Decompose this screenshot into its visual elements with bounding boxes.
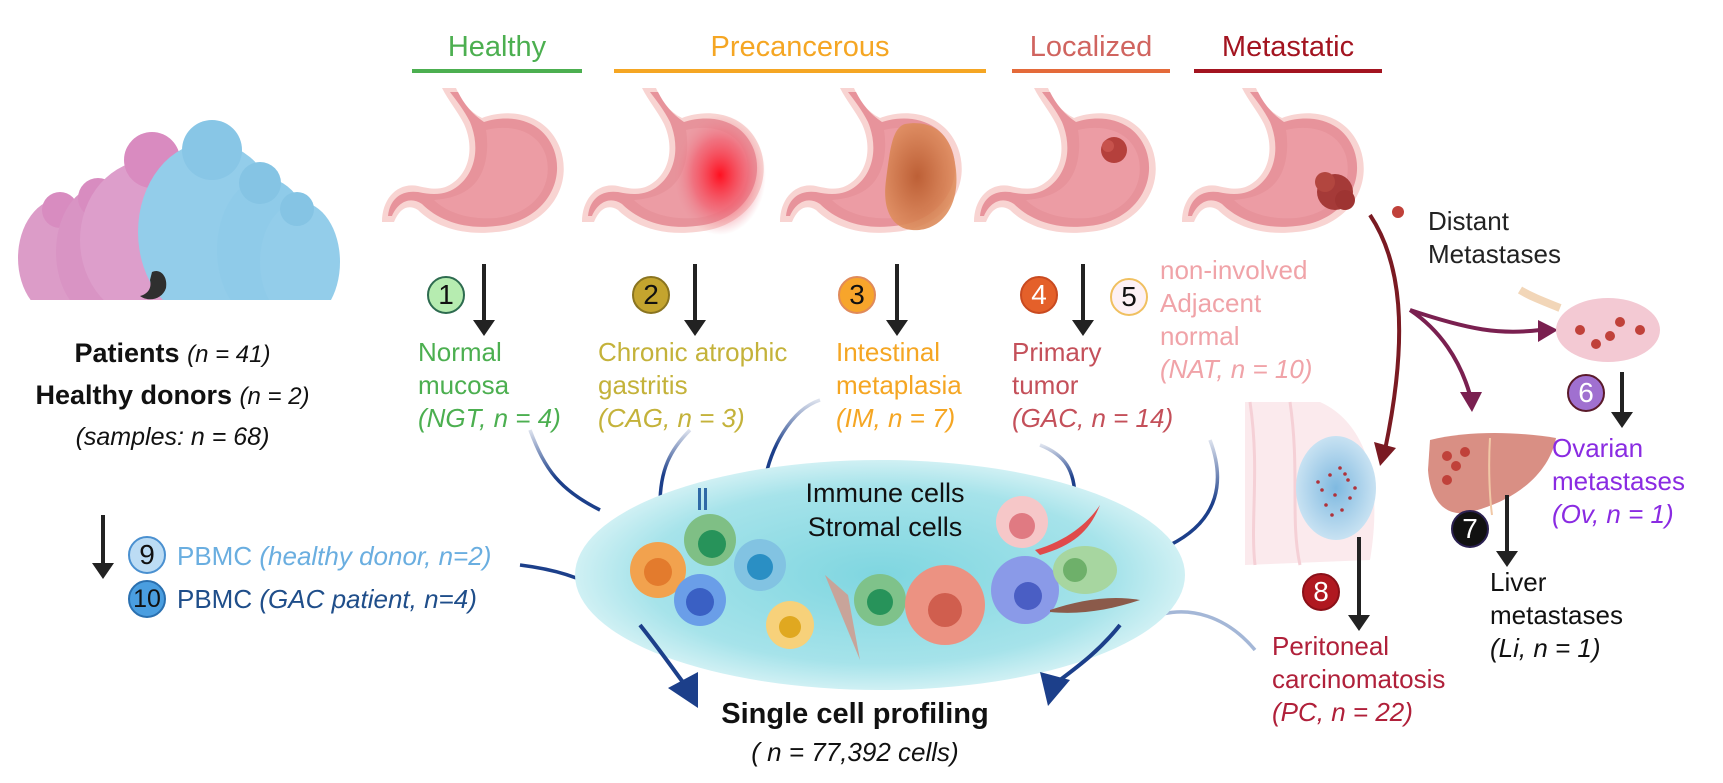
donors-count: (n = 2) (239, 383, 310, 410)
sample-3-line1: Intestinal (836, 337, 941, 367)
sample-label-liver-metastases: Liver metastases (Li, n = 1) (1490, 566, 1623, 665)
sample-6-line1: Ovarian (1552, 433, 1644, 463)
stomach-metastatic (1182, 88, 1404, 233)
sample-1-code: (NGT, n = 4) (418, 403, 561, 433)
sample-9-label: PBMC (177, 541, 253, 571)
arrow-down-icon (1348, 537, 1370, 631)
sample-5-line1: non-involved (1160, 255, 1308, 285)
arrow-down-icon (684, 264, 706, 336)
stomach-healthy (382, 88, 564, 233)
cell-illustrations (630, 488, 1140, 660)
stage-localized-bar (1012, 69, 1170, 73)
cohort-summary: Patients (n = 41) Healthy donors (n = 2)… (0, 333, 345, 457)
sample-8-line1: Peritoneal (1272, 631, 1390, 661)
sample-badge-2: 2 (632, 276, 670, 314)
sample-2-code: (CAG, n = 3) (598, 403, 745, 433)
distant-metastases-line1: Distant (1428, 206, 1509, 236)
sample-label-ovarian-metastases: Ovarian metastases (Ov, n = 1) (1552, 432, 1685, 531)
sample-badge-3: 3 (838, 276, 876, 314)
result-block: Single cell profiling ( n = 77,392 cells… (640, 695, 1070, 771)
arrow-down-icon (886, 264, 908, 336)
immune-cells-label: Immune cells (805, 478, 965, 508)
stromal-cells-label: Stromal cells (807, 512, 963, 542)
sample-badge-7: 7 (1451, 510, 1489, 548)
sample-10-label: PBMC (177, 584, 253, 614)
sample-badge-5: 5 (1110, 278, 1148, 316)
sample-badge-4: 4 (1020, 276, 1058, 314)
stage-healthy-title: Healthy (447, 31, 547, 63)
sample-badge-9: 9 (128, 536, 166, 574)
distant-metastases-label: Distant Metastases (1428, 205, 1561, 271)
sample-10-code: (GAC patient, n=4) (259, 584, 477, 614)
arrow-down-icon (1611, 372, 1633, 428)
donors-line: Healthy donors (n = 2) (0, 375, 345, 417)
arrow-down-icon (1072, 264, 1094, 336)
distant-metastases-line2: Metastases (1428, 239, 1561, 269)
result-cell-count: ( n = 77,392 cells) (751, 737, 959, 767)
sample-4-line1: Primary (1012, 337, 1102, 367)
peritoneum-illustration (1245, 401, 1376, 566)
profiling-arrow-left (668, 672, 698, 708)
sample-4-code: (GAC, n = 14) (1012, 403, 1174, 433)
sample-3-line2: metaplasia (836, 370, 962, 400)
arrow-down-icon (92, 515, 114, 579)
stomach-primary-tumor (974, 88, 1156, 233)
sample-2-line1: Chronic atrophic (598, 337, 788, 367)
sample-1-line2: mucosa (418, 370, 510, 400)
sample-6-code: (Ov, n = 1) (1552, 499, 1674, 529)
metastasis-arrows (1368, 213, 1541, 451)
cell-cloud-label: Immune cells Stromal cells (770, 476, 1000, 544)
result-title: Single cell profiling (721, 698, 989, 730)
sample-7-line2: metastases (1490, 600, 1623, 630)
patients-line: Patients (n = 41) (0, 333, 345, 375)
donors-label: Healthy donors (35, 380, 232, 410)
sample-label-normal-mucosa: Normal mucosa (NGT, n = 4) (418, 336, 561, 435)
stage-metastatic-bar (1194, 69, 1382, 73)
samples-count: (samples: n = 68) (75, 423, 270, 451)
patient-group-illustration (0, 120, 360, 340)
sample-3-code: (IM, n = 7) (836, 403, 956, 433)
sample-6-line2: metastases (1552, 466, 1685, 496)
sample-label-primary-tumor: Primary tumor (GAC, n = 14) (1012, 336, 1173, 435)
sample-8-code: (PC, n = 22) (1272, 697, 1413, 727)
stage-precancerous-bar (614, 69, 986, 73)
stage-precancerous-title: Precancerous (710, 31, 890, 63)
sample-label-pbmc-gac: PBMC (GAC patient, n=4) (177, 583, 477, 616)
sample-label-intestinal-metaplasia: Intestinal metaplasia (IM, n = 7) (836, 336, 962, 435)
sample-badge-1: 1 (427, 276, 465, 314)
sample-label-adjacent-normal: non-involved Adjacent normal (NAT, n = 1… (1160, 254, 1312, 386)
sample-5-code: (NAT, n = 10) (1160, 354, 1313, 384)
sample-7-line1: Liver (1490, 567, 1547, 597)
patients-count: (n = 41) (187, 341, 271, 368)
sample-2-line2: gastritis (598, 370, 688, 400)
sample-4-line2: tumor (1012, 370, 1079, 400)
sample-label-pbmc-healthy: PBMC (healthy donor, n=2) (177, 540, 491, 573)
stomach-gastritis (582, 88, 766, 235)
patients-label: Patients (74, 338, 180, 368)
sample-5-line2: Adjacent (1160, 288, 1262, 318)
stage-metastatic-title: Metastatic (1221, 31, 1355, 63)
sample-badge-10: 10 (128, 580, 166, 618)
liver-illustration (1428, 433, 1556, 516)
sample-7-code: (Li, n = 1) (1490, 633, 1601, 663)
sample-badge-8: 8 (1302, 573, 1340, 611)
sample-label-peritoneal-carcinomatosis: Peritoneal carcinomatosis (PC, n = 22) (1272, 630, 1445, 729)
stage-healthy-bar (412, 69, 582, 73)
arrow-down-icon (473, 264, 495, 336)
sample-1-line1: Normal (418, 337, 502, 367)
arrow-down-icon (1496, 495, 1518, 567)
profiling-arrow-right (1040, 672, 1070, 706)
sample-9-code: (healthy donor, n=2) (259, 541, 492, 571)
stage-localized-title: Localized (1029, 31, 1153, 63)
sample-8-line2: carcinomatosis (1272, 664, 1446, 694)
sample-badge-6: 6 (1567, 374, 1605, 412)
ovary-illustration (1517, 286, 1660, 362)
sample-label-chronic-atrophic-gastritis: Chronic atrophic gastritis (CAG, n = 3) (598, 336, 787, 435)
stomach-metaplasia (780, 88, 962, 233)
sample-5-line3: normal (1160, 321, 1240, 351)
